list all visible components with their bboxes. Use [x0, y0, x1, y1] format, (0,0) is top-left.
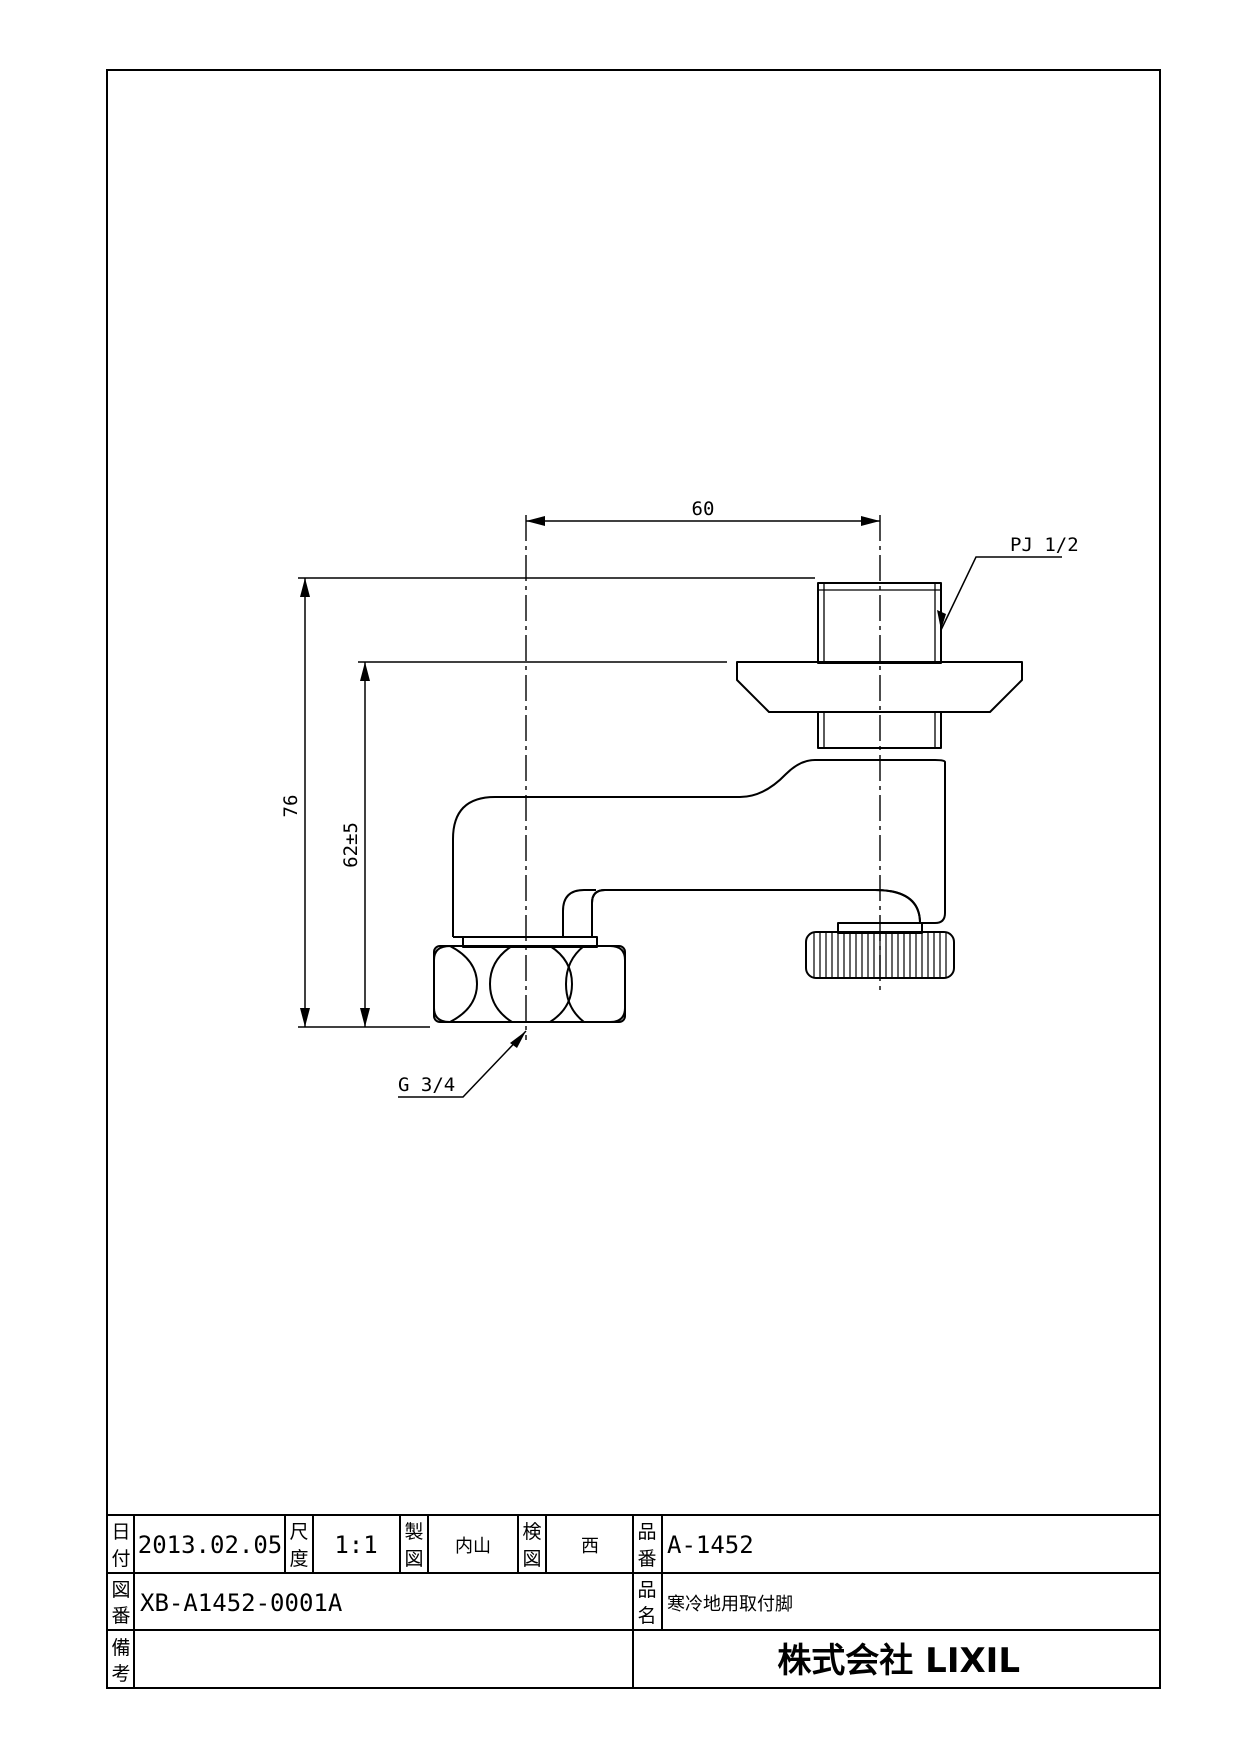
- label-drawing-no-2: 番: [111, 1605, 130, 1627]
- label-scale-2: 度: [289, 1548, 308, 1570]
- title-block-values: 2013.02.05 1:1 内山 西 A-1452 XB-A1452-0001…: [138, 1531, 1020, 1681]
- value-scale: 1:1: [334, 1531, 377, 1559]
- faucet-drawing: [433, 582, 1023, 1023]
- label-part-no: 品: [637, 1521, 656, 1543]
- dimension-arrows: [300, 516, 946, 1048]
- title-block: [106, 1514, 1161, 1689]
- value-date: 2013.02.05: [138, 1531, 283, 1559]
- hex-nut: [433, 945, 626, 1023]
- centre-lines: [525, 515, 881, 1040]
- label-scale: 尺: [289, 1521, 308, 1543]
- callout-pj-thread: PJ 1/2: [1010, 534, 1079, 556]
- callout-g-thread: G 3/4: [398, 1074, 455, 1096]
- title-block-labels: 日 付 尺 度 製 図 検 図 品 番 図 番 品 名 備 考: [111, 1521, 656, 1685]
- label-part-no-2: 番: [637, 1548, 656, 1570]
- value-drafted-by: 内山: [455, 1536, 491, 1557]
- dim-height-62: 62±5: [340, 822, 362, 868]
- label-remarks-2: 考: [111, 1663, 130, 1685]
- label-drafted-2: 図: [404, 1548, 423, 1570]
- company-logo: 株式会社 LIXIL: [777, 1641, 1020, 1681]
- value-drawing-no: XB-A1452-0001A: [140, 1589, 343, 1617]
- sheet-border: [106, 69, 1161, 1689]
- dim-height-76: 76: [280, 795, 302, 818]
- label-checked-2: 図: [522, 1548, 541, 1570]
- dimension-lines: [298, 520, 1062, 1098]
- flange: [736, 661, 1023, 713]
- value-checked-by: 西: [581, 1536, 599, 1557]
- label-product-name: 品: [637, 1579, 656, 1601]
- label-product-name-2: 名: [637, 1605, 656, 1627]
- label-drawing-no: 図: [111, 1579, 130, 1601]
- label-checked: 検: [522, 1521, 541, 1543]
- spout-body: [452, 759, 946, 938]
- label-date-2: 付: [111, 1548, 130, 1570]
- dim-width-60: 60: [692, 498, 715, 520]
- label-drafted: 製: [404, 1521, 423, 1543]
- value-product-name: 寒冷地用取付脚: [667, 1594, 793, 1615]
- value-part-no: A-1452: [667, 1531, 754, 1559]
- label-date: 日: [111, 1521, 130, 1543]
- label-remarks: 備: [111, 1637, 130, 1659]
